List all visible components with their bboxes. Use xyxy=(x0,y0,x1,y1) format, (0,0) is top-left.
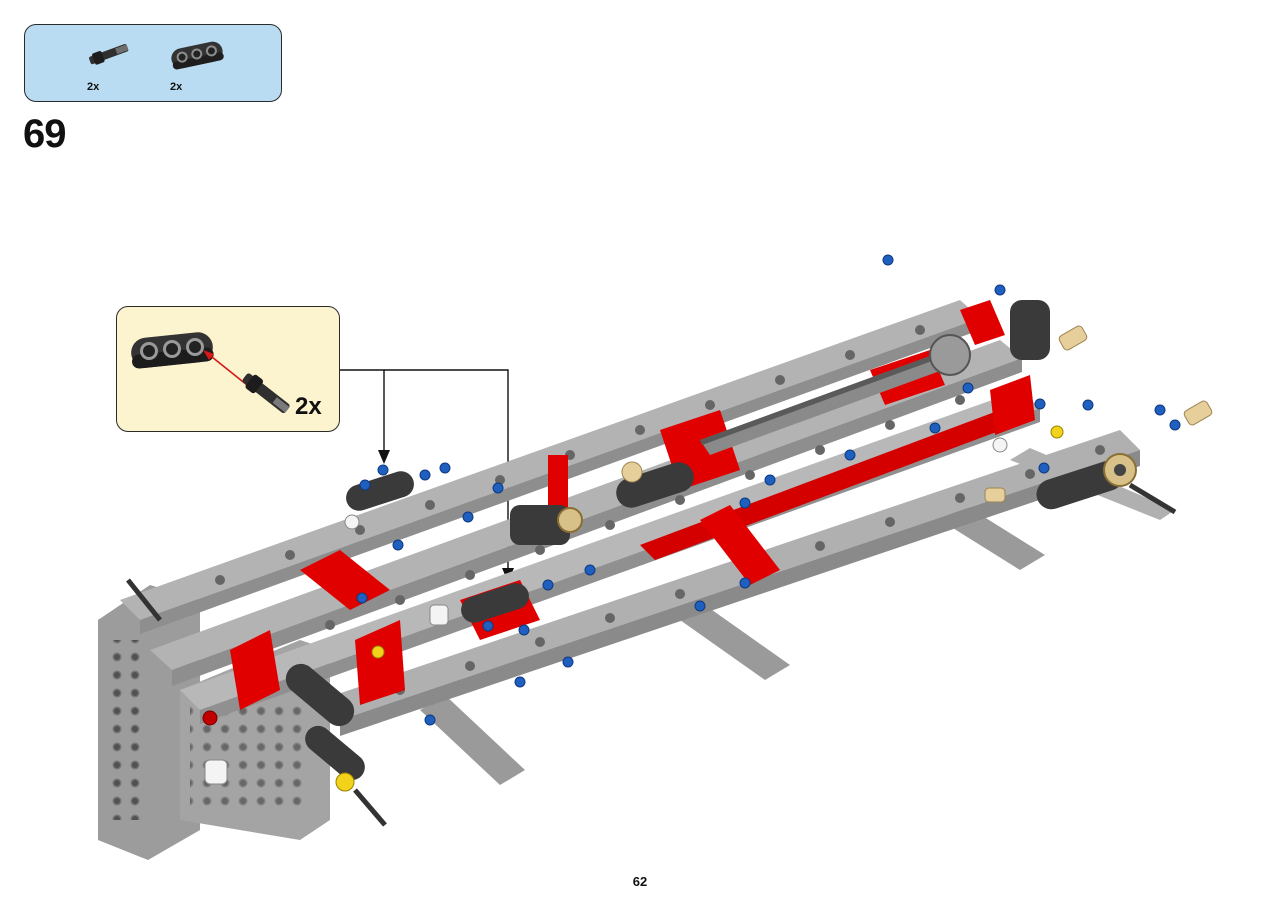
parts-list-item: 2x xyxy=(79,33,139,95)
assembly-arrow xyxy=(206,352,248,386)
axle-pin-icon xyxy=(89,44,129,65)
subassembly-callout: 2x xyxy=(116,306,340,432)
parts-list-box: 2x 2x xyxy=(24,24,282,102)
page-number: 62 xyxy=(632,874,648,889)
axles xyxy=(126,482,1177,827)
parts-quantity: 2x xyxy=(170,81,183,93)
axle-pin-icon xyxy=(242,373,290,413)
subassembly-diagram xyxy=(131,332,290,413)
white-bushings xyxy=(204,437,1008,785)
step-number: 69 xyxy=(23,112,66,156)
parts-list-item: 2x xyxy=(167,33,227,95)
dark-beams xyxy=(285,300,1124,781)
arrow-head xyxy=(203,350,214,360)
beam-3-icon xyxy=(171,41,224,70)
yellow-bushings xyxy=(335,425,1064,792)
gear-rack xyxy=(700,345,970,455)
callout-pointer-lines xyxy=(340,369,509,572)
callout-quantity: 2x xyxy=(295,393,322,420)
beam-3-icon xyxy=(131,332,214,369)
gears xyxy=(557,334,1137,533)
red-pin xyxy=(202,710,218,726)
tan-connectors xyxy=(621,325,1213,503)
parts-quantity: 2x xyxy=(87,81,100,93)
blue-pins xyxy=(356,254,1181,726)
pointer-arrow-head xyxy=(378,450,390,464)
